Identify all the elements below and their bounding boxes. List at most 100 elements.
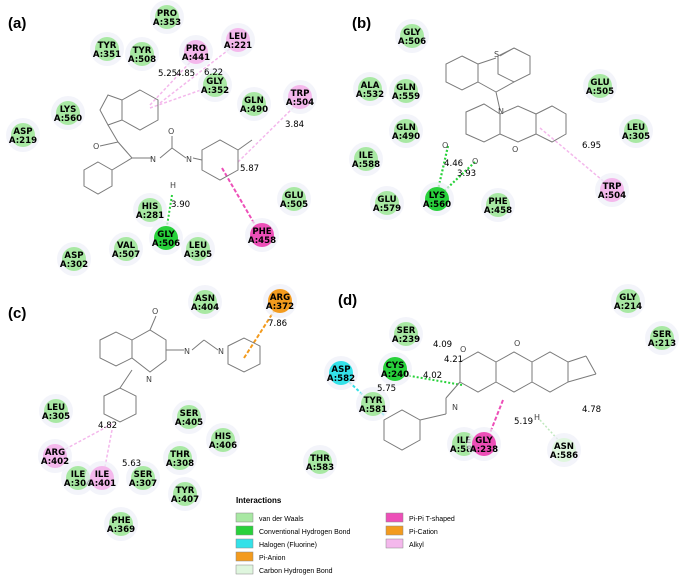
residue-number: A:579 bbox=[373, 204, 401, 214]
residue-name: GLN bbox=[396, 123, 416, 133]
residue-number: A:221 bbox=[224, 41, 252, 51]
residue-name: TYR bbox=[176, 486, 195, 496]
residue-circle bbox=[62, 247, 86, 271]
residue-name: GLY bbox=[403, 28, 421, 38]
legend-swatch bbox=[385, 512, 404, 523]
legend-label: van der Waals bbox=[259, 516, 304, 523]
residue-name: TYR bbox=[364, 396, 383, 406]
residue-circle bbox=[250, 223, 274, 247]
residue-circle bbox=[168, 446, 192, 470]
svg-text:N: N bbox=[150, 155, 156, 164]
ligand-structure-a: O N O N H bbox=[83, 89, 253, 195]
residue-circle bbox=[354, 147, 378, 171]
residue-number: A:401 bbox=[88, 479, 116, 489]
residue-name: TYR bbox=[133, 46, 152, 56]
residue-name: GLU bbox=[284, 191, 303, 201]
ligand-structure-c: O N N N bbox=[99, 307, 261, 423]
residue-number: A:239 bbox=[392, 335, 420, 345]
legend-label: Carbon Hydrogen Bond bbox=[259, 568, 333, 575]
residue-circle bbox=[400, 24, 424, 48]
residue-circle bbox=[109, 512, 133, 536]
residue-name: GLN bbox=[244, 96, 264, 106]
residue-name: PRO bbox=[186, 44, 206, 54]
residue-number: A:585 bbox=[450, 445, 478, 455]
residue-number: A:351 bbox=[93, 50, 121, 60]
distance-label: 4.46 bbox=[444, 159, 463, 169]
residue-number: A:213 bbox=[648, 339, 676, 349]
residue-number: A:402 bbox=[41, 457, 69, 467]
residue-name: TRP bbox=[603, 182, 622, 192]
residue-number: A:559 bbox=[392, 92, 420, 102]
distance-label: 3.84 bbox=[285, 120, 304, 130]
legend-swatch bbox=[385, 538, 404, 549]
residue-number: A:532 bbox=[356, 90, 384, 100]
legend-label: Pi-Cation bbox=[409, 529, 438, 536]
residue-name: VAL bbox=[117, 241, 136, 251]
residue-circle bbox=[184, 40, 208, 64]
residue-number: A:372 bbox=[266, 302, 294, 312]
residue-number: A:308 bbox=[166, 459, 194, 469]
residue-name: ASP bbox=[64, 251, 83, 261]
svg-text:N: N bbox=[186, 155, 192, 164]
svg-text:O: O bbox=[512, 145, 518, 154]
legend-swatch bbox=[235, 538, 254, 549]
pianion-line bbox=[243, 307, 277, 359]
residue-circle bbox=[358, 77, 382, 101]
residue-number: A:240 bbox=[381, 370, 409, 380]
residue-circle bbox=[472, 432, 496, 456]
residue-number: A:302 bbox=[60, 260, 88, 270]
residue-name: ASP bbox=[13, 127, 32, 137]
residue-name: ASN bbox=[554, 442, 574, 452]
panel-label-a: (a) bbox=[8, 15, 26, 32]
residue-number: A:352 bbox=[201, 86, 229, 96]
residue-number: A:583 bbox=[306, 463, 334, 473]
residue-circle bbox=[650, 326, 674, 350]
legend-swatch bbox=[385, 525, 404, 536]
alkyl-line bbox=[539, 127, 609, 186]
residue-number: A:506 bbox=[398, 37, 426, 47]
residue-number: A:582 bbox=[327, 374, 355, 384]
svg-text:N: N bbox=[184, 347, 190, 356]
residue-number: A:458 bbox=[248, 236, 276, 246]
distance-label: 4.85 bbox=[176, 69, 195, 79]
distance-label: 5.19 bbox=[514, 417, 533, 427]
residue-circle bbox=[44, 399, 68, 423]
residue-circle bbox=[226, 28, 250, 52]
residue-circle bbox=[552, 438, 576, 462]
residue-number: A:406 bbox=[209, 441, 237, 451]
residue-name: GLU bbox=[377, 195, 396, 205]
residue-name: ILE bbox=[95, 470, 110, 480]
distance-label: 4.82 bbox=[98, 421, 117, 431]
residue-circle bbox=[288, 85, 312, 109]
residue-name: LEU bbox=[229, 32, 247, 42]
svg-text:O: O bbox=[152, 307, 158, 316]
residue-circle bbox=[268, 289, 292, 313]
distance-label: 4.21 bbox=[444, 355, 463, 365]
distance-label: 5.75 bbox=[377, 384, 396, 394]
residue-name: ARG bbox=[270, 293, 290, 303]
residue-number: A:281 bbox=[136, 211, 164, 221]
distance-label: 6.95 bbox=[582, 141, 601, 151]
panel-label-b: (b) bbox=[352, 15, 371, 32]
